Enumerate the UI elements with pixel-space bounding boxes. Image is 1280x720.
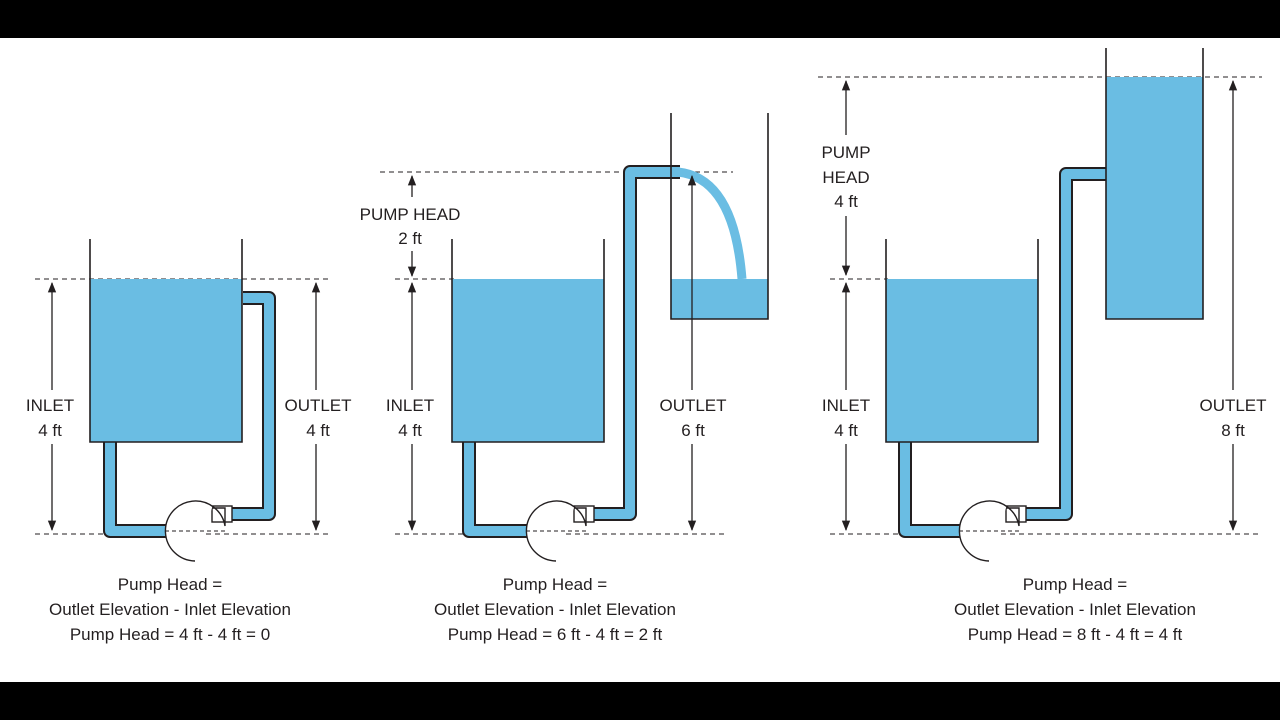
outlet-pipe (1022, 167, 1106, 521)
caption-line-3: Pump Head = 8 ft - 4 ft = 4 ft (968, 625, 1183, 644)
discharge-stream (677, 167, 747, 280)
inlet-pipe (103, 442, 175, 538)
pump (164, 500, 233, 562)
outlet-pipe (590, 165, 680, 521)
tank-water (886, 279, 1038, 442)
inlet-pipe (462, 442, 535, 538)
inlet-label: INLET (26, 396, 74, 415)
outlet-value: 6 ft (681, 421, 705, 440)
pump-head-diagram: INLET 4 ft OUTLET 4 ft Pump Head = Outle… (0, 38, 1280, 682)
pump-head-value: 2 ft (398, 229, 422, 248)
caption-line-1: Pump Head = (503, 575, 607, 594)
caption-line-2: Outlet Elevation - Inlet Elevation (434, 600, 676, 619)
panel-1: INLET 4 ft OUTLET 4 ft Pump Head = Outle… (26, 239, 352, 644)
supply-tank (885, 239, 1039, 443)
outlet-value: 4 ft (306, 421, 330, 440)
outlet-pipe (228, 291, 276, 521)
tank-water (1106, 77, 1203, 319)
panel-2: PUMP HEAD 2 ft INLET 4 ft OUTLET 6 ft Pu… (360, 113, 769, 644)
outlet-value: 8 ft (1221, 421, 1245, 440)
pump (958, 500, 1027, 562)
outlet-label: OUTLET (284, 396, 351, 415)
outlet-label: OUTLET (659, 396, 726, 415)
inlet-dimension: INLET 4 ft (822, 281, 870, 532)
inlet-value: 4 ft (834, 421, 858, 440)
pump-head-label-line-2: HEAD (822, 168, 869, 187)
letterbox-bottom (0, 682, 1280, 720)
pump-head-value: 4 ft (834, 192, 858, 211)
inlet-label: INLET (822, 396, 870, 415)
tank-water (90, 279, 242, 442)
letterbox-top (0, 0, 1280, 38)
supply-tank (89, 239, 243, 443)
caption-line-2: Outlet Elevation - Inlet Elevation (49, 600, 291, 619)
caption-line-1: Pump Head = (1023, 575, 1127, 594)
supply-tank (451, 239, 605, 443)
elevated-tank (1105, 48, 1204, 320)
pump-head-dimension: PUMP HEAD 4 ft (821, 79, 871, 277)
outlet-label: OUTLET (1199, 396, 1266, 415)
caption: Pump Head = Outlet Elevation - Inlet Ele… (954, 575, 1196, 644)
inlet-pipe (898, 442, 968, 538)
inlet-dimension: INLET 4 ft (386, 281, 434, 532)
panel-3: PUMP HEAD 4 ft INLET 4 ft OUTLET 8 ft (818, 48, 1267, 644)
outlet-dimension: OUTLET 6 ft (659, 174, 727, 532)
pump-head-label-line-1: PUMP (821, 143, 870, 162)
outlet-dimension: OUTLET 4 ft (284, 281, 352, 532)
caption-line-3: Pump Head = 4 ft - 4 ft = 0 (70, 625, 270, 644)
inlet-label: INLET (386, 396, 434, 415)
caption-line-3: Pump Head = 6 ft - 4 ft = 2 ft (448, 625, 663, 644)
caption-line-2: Outlet Elevation - Inlet Elevation (954, 600, 1196, 619)
caption: Pump Head = Outlet Elevation - Inlet Ele… (434, 575, 676, 644)
caption: Pump Head = Outlet Elevation - Inlet Ele… (49, 575, 291, 644)
diagram-svg: INLET 4 ft OUTLET 4 ft Pump Head = Outle… (26, 48, 1267, 644)
pump-head-label: PUMP HEAD (360, 205, 461, 224)
caption-line-1: Pump Head = (118, 575, 222, 594)
tank-water (452, 279, 604, 442)
pump (525, 500, 595, 562)
inlet-dimension: INLET 4 ft (26, 281, 74, 532)
tank-water (671, 279, 768, 319)
receiving-tank (670, 113, 769, 320)
inlet-value: 4 ft (38, 421, 62, 440)
pump-head-dimension: PUMP HEAD 2 ft (360, 174, 461, 278)
inlet-value: 4 ft (398, 421, 422, 440)
outlet-dimension: OUTLET 8 ft (1199, 79, 1267, 532)
